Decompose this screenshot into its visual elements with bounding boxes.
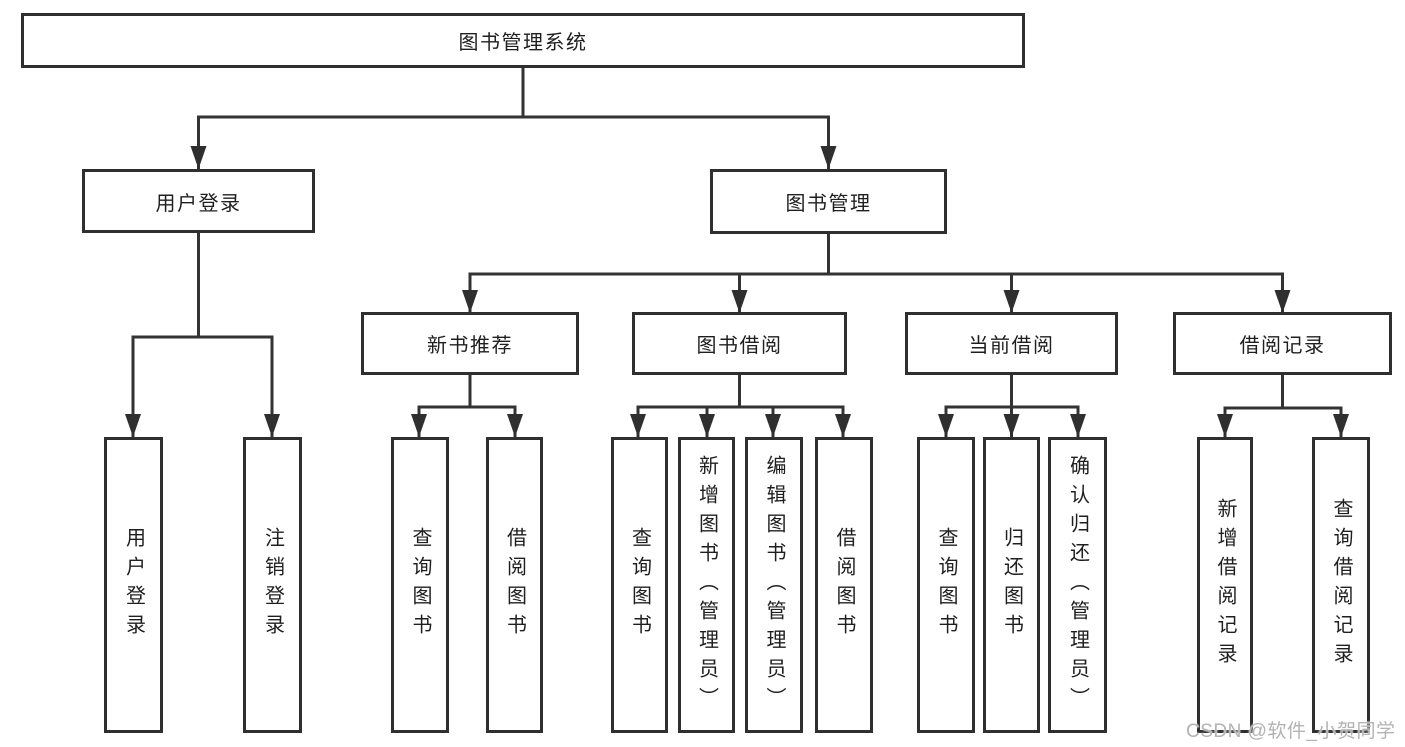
arrowhead [820,146,837,169]
node-leaf-rec-borrow-books: 借阅图书 [486,437,543,733]
node-leaf-rec-borrow-books-label: 借阅图书 [503,527,526,643]
arrowhead [1003,290,1020,313]
node-root-label: 图书管理系统 [458,32,588,54]
node-leaf-add-books-admin-label: 新增图书（管理员） [695,454,718,716]
node-leaf-borrow-books: 借阅图书 [815,437,873,733]
node-book-mgmt-label: 图书管理 [785,193,872,215]
connector-book-mgmt-branch [468,272,1284,313]
arrowhead [699,414,715,437]
arrowhead [1333,414,1349,437]
node-leaf-rec-query-books: 查询图书 [391,437,449,733]
connector-paths [131,68,1343,437]
arrowhead [1003,414,1020,437]
arrowhead [190,146,207,169]
node-leaf-borrow-query-books: 查询图书 [611,437,668,733]
arrowhead [411,414,427,437]
arrowhead [1217,414,1233,437]
arrowheads [125,146,1349,437]
node-leaf-rec-query-books-label: 查询图书 [409,527,431,643]
node-book-mgmt: 图书管理 [710,169,947,234]
arrowhead [1070,414,1086,437]
node-leaf-user-login: 用户登录 [104,437,163,733]
node-borrow-records-label: 借阅记录 [1239,335,1326,357]
node-book-borrow: 图书借阅 [632,312,847,375]
node-leaf-edit-books-admin: 编辑图书（管理员） [745,437,803,733]
node-leaf-edit-books-admin-label: 编辑图书（管理员） [763,454,785,716]
arrowhead [731,290,748,313]
node-leaf-borrow-books-label: 借阅图书 [833,527,855,643]
node-leaf-return-books: 归还图书 [983,437,1040,733]
node-current-borrow-label: 当前借阅 [968,335,1055,357]
node-leaf-add-borrow-record-label: 新增借阅记录 [1214,498,1236,672]
arrowhead [938,414,954,437]
arrowhead [125,414,141,437]
node-leaf-add-borrow-record: 新增借阅记录 [1197,437,1253,733]
node-current-borrow: 当前借阅 [905,312,1118,375]
node-root: 图书管理系统 [21,13,1025,68]
arrowhead [1274,290,1291,313]
node-leaf-current-query-books: 查询图书 [917,437,975,733]
node-new-book-rec-label: 新书推荐 [427,335,513,357]
node-leaf-borrow-query-books-label: 查询图书 [628,527,651,643]
node-leaf-confirm-return-admin: 确认归还（管理员） [1048,437,1107,733]
node-leaf-logout-label: 注销登录 [261,527,284,643]
node-leaf-return-books-label: 归还图书 [1000,527,1023,643]
node-new-book-rec: 新书推荐 [361,312,579,375]
arrowhead [630,414,646,437]
arrowhead [835,414,851,437]
node-book-borrow-label: 图书借阅 [696,335,783,357]
node-user-login-label: 用户登录 [155,192,242,215]
arrowhead [507,414,523,437]
connector-borrow-records-branch [1223,375,1343,437]
connector-user-login-branch [131,335,274,437]
csdn-watermark: CSDN @软件_小贺同学 [1186,721,1396,742]
node-leaf-logout: 注销登录 [243,437,302,733]
arrowhead [765,414,781,437]
connector-book-borrow-branch [636,375,845,437]
connector-level1-branch [197,115,830,169]
arrowhead [264,414,280,437]
node-borrow-records: 借阅记录 [1173,312,1392,375]
node-leaf-current-query-books-label: 查询图书 [935,527,957,643]
node-leaf-user-login-label: 用户登录 [122,527,145,643]
node-leaf-confirm-return-admin-label: 确认归还（管理员） [1066,454,1089,716]
node-user-login: 用户登录 [82,169,315,233]
node-leaf-add-books-admin: 新增图书（管理员） [678,437,735,733]
connector-new-book-rec-branch [417,375,517,437]
node-leaf-query-borrow-record-label: 查询借阅记录 [1330,498,1352,672]
node-leaf-query-borrow-record: 查询借阅记录 [1312,437,1370,733]
arrowhead [462,290,478,313]
